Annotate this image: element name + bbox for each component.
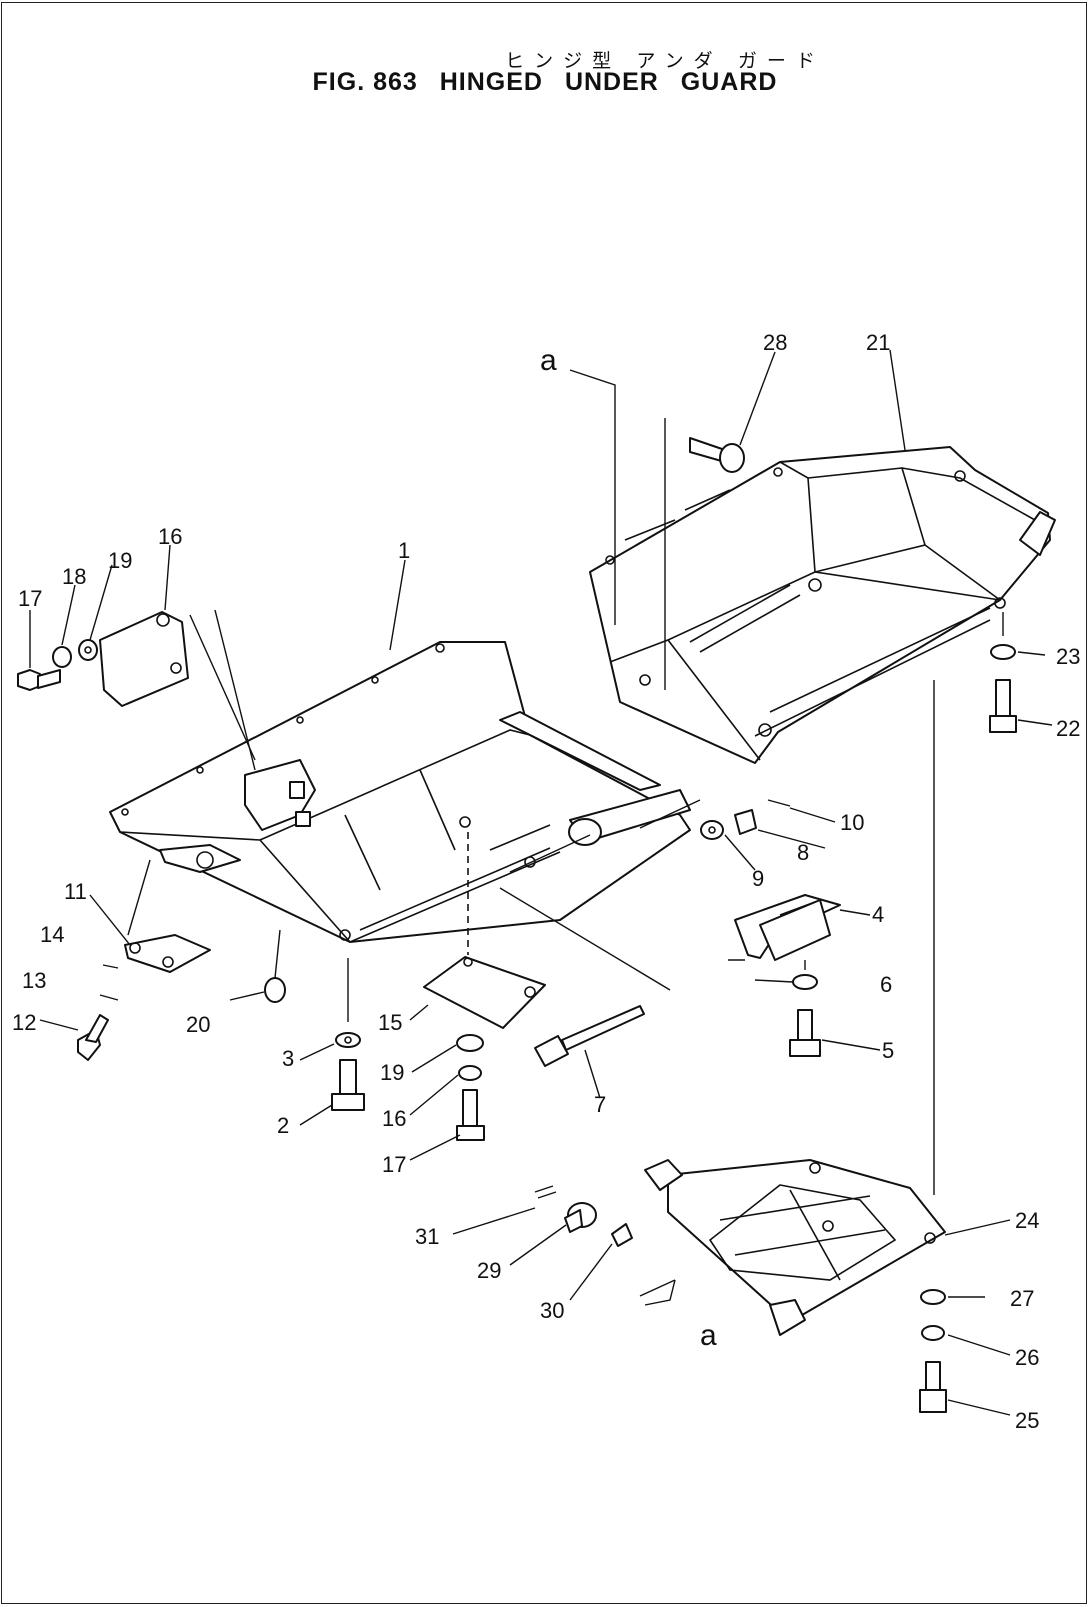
callout-9: 9 <box>752 866 764 891</box>
bolt-washer-set-17-18-19 <box>17 639 98 691</box>
callout-24: 24 <box>1015 1208 1039 1233</box>
callout-27: 27 <box>1010 1286 1034 1311</box>
washer-bolt-stack-19-16-17 <box>456 1034 485 1141</box>
callout-5: 5 <box>882 1038 894 1063</box>
callout-8: 8 <box>797 840 809 865</box>
callout-19-bottom: 19 <box>380 1060 404 1085</box>
callout-25: 25 <box>1015 1408 1039 1433</box>
callout-leaders <box>29 349 1053 1416</box>
callout-18: 18 <box>62 564 86 589</box>
reference-a-top: a <box>540 344 557 377</box>
reference-a-bottom: a <box>700 1319 717 1352</box>
main-under-guard-part-1 <box>109 641 691 943</box>
callout-3: 3 <box>282 1046 294 1071</box>
callout-4: 4 <box>872 902 884 927</box>
hardware-11-12-13-14 <box>77 934 211 1061</box>
callout-14: 14 <box>40 922 64 947</box>
bolt-washer-2-3 <box>331 958 365 1111</box>
reference-arrows <box>569 369 676 1306</box>
callout-labels: 1 2 3 4 5 6 7 8 9 10 11 12 13 14 15 16 1… <box>12 330 1080 1433</box>
plate-part-15 <box>423 832 546 1029</box>
callout-21: 21 <box>866 330 890 355</box>
callout-29: 29 <box>477 1258 501 1283</box>
callout-23: 23 <box>1056 644 1080 669</box>
callout-11: 11 <box>64 879 87 904</box>
callout-7: 7 <box>594 1092 606 1117</box>
callout-13: 13 <box>22 968 46 993</box>
callout-12: 12 <box>12 1010 36 1035</box>
hardware-29-30-31 <box>534 1185 633 1247</box>
upper-guard-part-21 <box>589 446 1056 764</box>
callout-30: 30 <box>540 1298 564 1323</box>
title-english: FIG. 863 HINGED UNDER GUARD <box>0 68 1090 97</box>
callout-19-top: 19 <box>108 548 132 573</box>
lower-plate-part-24 <box>639 1159 946 1336</box>
nut-washer-pin-8-9-10 <box>639 799 791 840</box>
callout-2: 2 <box>277 1113 289 1138</box>
callout-16-bottom: 16 <box>382 1106 406 1131</box>
callout-1: 1 <box>398 538 410 563</box>
hinge-pin-part-28 <box>664 418 745 690</box>
callout-26: 26 <box>1015 1345 1039 1370</box>
long-bolt-part-7 <box>499 834 671 1067</box>
reference-labels: a a <box>540 344 717 1352</box>
title-word-3: GUARD <box>680 68 778 96</box>
callout-28: 28 <box>763 330 787 355</box>
callout-15: 15 <box>378 1010 402 1035</box>
callout-31: 31 <box>415 1224 439 1249</box>
bolt-washer-stack-25-26-27 <box>919 1289 947 1413</box>
figure-number: FIG. 863 <box>312 68 418 96</box>
callout-22: 22 <box>1056 716 1080 741</box>
title-word-2: UNDER <box>564 68 659 96</box>
callout-17-top: 17 <box>18 586 42 611</box>
cover-plate-part-16 <box>99 609 256 771</box>
callout-10: 10 <box>840 810 864 835</box>
callout-6: 6 <box>880 972 892 997</box>
title-japanese: ヒンジ型 アンダ ガード <box>505 51 825 72</box>
callout-20: 20 <box>186 1012 210 1037</box>
hinge-bracket-4-5-6 <box>728 894 841 1057</box>
title-word-1: HINGED <box>439 68 543 96</box>
callout-16-top: 16 <box>158 524 182 549</box>
callout-17-bottom: 17 <box>382 1152 406 1177</box>
spacer-part-20 <box>264 977 286 1003</box>
bolt-washer-22-23 <box>933 612 1017 1195</box>
